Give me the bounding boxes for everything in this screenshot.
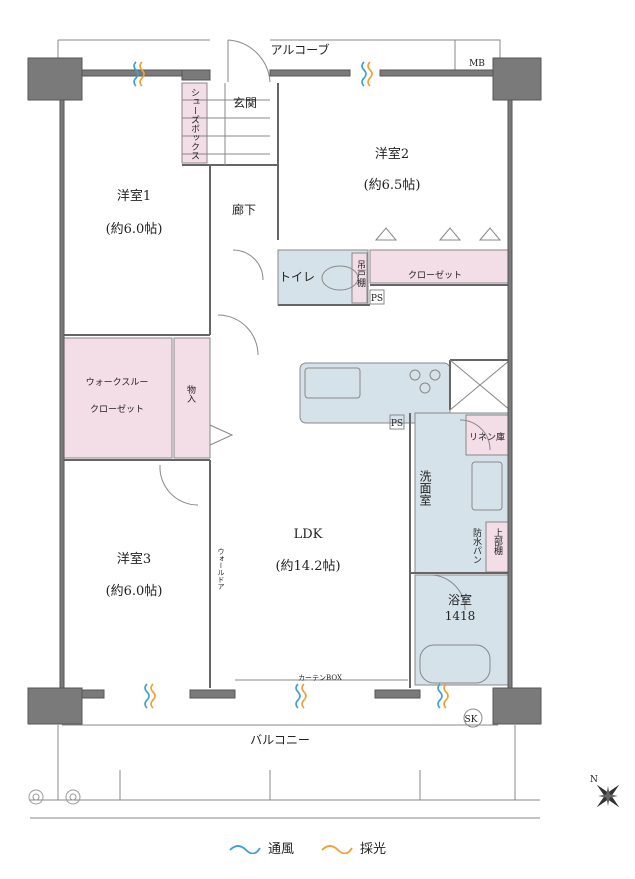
storage-hanging-shelf	[351, 252, 368, 304]
legend-daylight-label: 採光	[360, 842, 387, 857]
shoe-box-label: シューズボックス	[189, 88, 200, 160]
curtain-box-label: カーテンBOX	[298, 674, 342, 682]
legend-ventilation: 通風	[228, 838, 294, 857]
airflow-icon-bottom-left	[144, 683, 156, 709]
fixtures	[159, 39, 511, 728]
airflow-icon-top-left	[133, 61, 145, 87]
ldk-name: LDK	[294, 527, 323, 542]
walk-through-label-line1: ウォークスルー	[86, 377, 149, 388]
hanging-shelf-label: 吊戸棚	[355, 260, 366, 288]
walk-through-label-line2: クローゼット	[90, 403, 144, 415]
outer-thin-lines	[30, 39, 540, 819]
ventilation-swatch-icon	[229, 844, 261, 854]
balcony-railing	[28, 789, 81, 805]
linen-shelf-label: リネン庫	[469, 431, 505, 443]
bedroom1-size: (約6.0帖)	[106, 222, 163, 237]
storage-mono	[173, 337, 211, 459]
toilet-label: トイレ	[279, 270, 315, 284]
north-label: N	[590, 775, 598, 785]
bedroom3-name: 洋室3	[117, 551, 151, 567]
legend: 通風 採光	[228, 838, 386, 857]
interior-walls	[62, 83, 510, 688]
washroom-label: 洗面室	[418, 470, 432, 506]
wall-door-label: ウォールドア	[217, 548, 225, 590]
sk-label: SK	[465, 715, 478, 725]
upper-shelf-label: 上部棚	[492, 528, 503, 556]
airflow-icons	[133, 61, 449, 709]
storage-walk-through	[61, 337, 173, 459]
airflow-icon-top-right	[361, 61, 373, 87]
bedroom2-size: (約6.5帖)	[364, 178, 421, 193]
bedroom1-name: 洋室1	[117, 188, 151, 204]
hallway-label: 廊下	[232, 202, 256, 217]
entrance-label: 玄関	[233, 95, 257, 110]
airflow-icon-bottom-right	[437, 683, 449, 709]
storage-shoe-box	[181, 82, 208, 164]
alcove-label: アルコーブ	[271, 42, 330, 57]
bedroom2-name: 洋室2	[375, 146, 409, 162]
ps-label-2: PS	[391, 419, 403, 429]
waterproof-pan-label: 防水パン	[471, 527, 482, 564]
zones	[61, 82, 511, 686]
ldk-size: (約14.2帖)	[275, 559, 340, 574]
bedroom3-size: (約6.0帖)	[106, 584, 163, 599]
legend-ventilation-label: 通風	[268, 842, 295, 857]
closet-label: クローゼット	[408, 269, 462, 281]
legend-daylight: 採光	[320, 838, 386, 857]
daylight-swatch-icon	[321, 844, 353, 854]
bathroom-name: 浴室	[448, 592, 472, 607]
labels: アルコーブ MB 玄関 シューズボックス 洋室1 (約6.0帖) 洋室2 (約6…	[86, 42, 598, 785]
exterior-walls	[27, 57, 542, 725]
balcony-label: バルコニー	[250, 733, 310, 747]
storage-closet	[369, 249, 509, 284]
mb-label: MB	[469, 59, 485, 69]
compass-icon	[596, 784, 620, 808]
wet-zone-bathroom	[414, 574, 511, 686]
storage-label: 物入	[185, 384, 196, 403]
ps-label-1: PS	[371, 294, 383, 304]
bathroom-size: 1418	[445, 609, 476, 623]
airflow-icon-bottom-center	[295, 683, 307, 709]
